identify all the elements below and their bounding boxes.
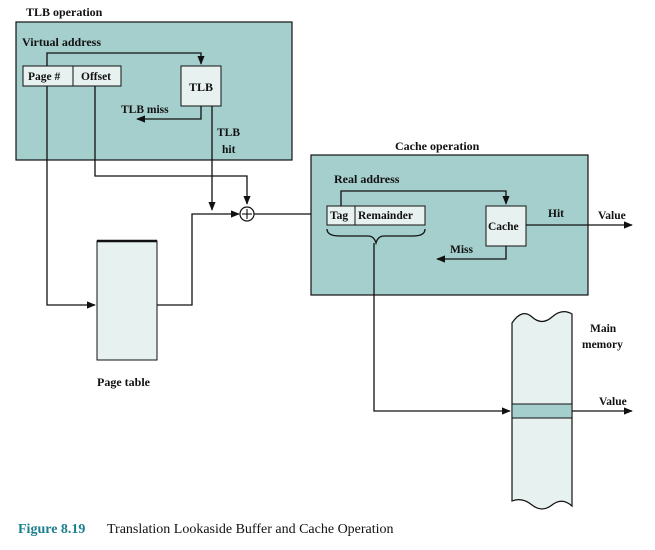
real-address-label: Real address <box>334 172 400 186</box>
page-table-label: Page table <box>97 375 151 389</box>
memory-line-band <box>511 403 573 419</box>
figure-title: Translation Lookaside Buffer and Cache O… <box>107 522 394 537</box>
virtual-address-label: Virtual address <box>22 35 101 49</box>
offset-wire <box>94 86 251 205</box>
page-number-wire <box>46 86 96 309</box>
cache-box <box>485 205 527 247</box>
real-address-wire <box>340 190 510 206</box>
page-number-label: Page # <box>28 71 61 83</box>
tlb-operation-panel <box>15 21 293 161</box>
tlb-miss-wire <box>136 106 202 123</box>
offset-label: Offset <box>81 71 111 83</box>
cache-operation-title: Cache operation <box>395 139 480 153</box>
offset-field <box>72 65 122 87</box>
memory-address-wire <box>373 243 511 415</box>
miss-label: Miss <box>450 244 474 256</box>
brace-icon <box>326 228 426 246</box>
tlb-hit-label-line1: TLB <box>217 127 240 139</box>
cache-miss-wire <box>436 246 507 263</box>
page-table-output-wire <box>157 210 240 306</box>
tlb-box-label: TLB <box>189 80 213 94</box>
cache-box-label: Cache <box>488 221 519 233</box>
main-memory-label-line2: memory <box>582 339 623 351</box>
memory-value-label: Value <box>599 396 627 408</box>
tlb-operation-title: TLB operation <box>26 5 103 19</box>
cache-value-label: Value <box>598 210 626 222</box>
remainder-label: Remainder <box>358 210 413 222</box>
hit-label: Hit <box>548 208 564 220</box>
main-memory-label-line1: Main <box>590 323 617 335</box>
page-table-box <box>96 240 158 361</box>
remainder-field <box>354 205 426 226</box>
tag-label: Tag <box>330 210 348 222</box>
tlb-box <box>180 65 222 107</box>
figure-number: Figure 8.19 <box>18 522 85 537</box>
tlb-miss-label: TLB miss <box>121 104 169 116</box>
virtual-address-wire <box>46 52 205 66</box>
tlb-hit-label-line2: hit <box>222 144 236 156</box>
